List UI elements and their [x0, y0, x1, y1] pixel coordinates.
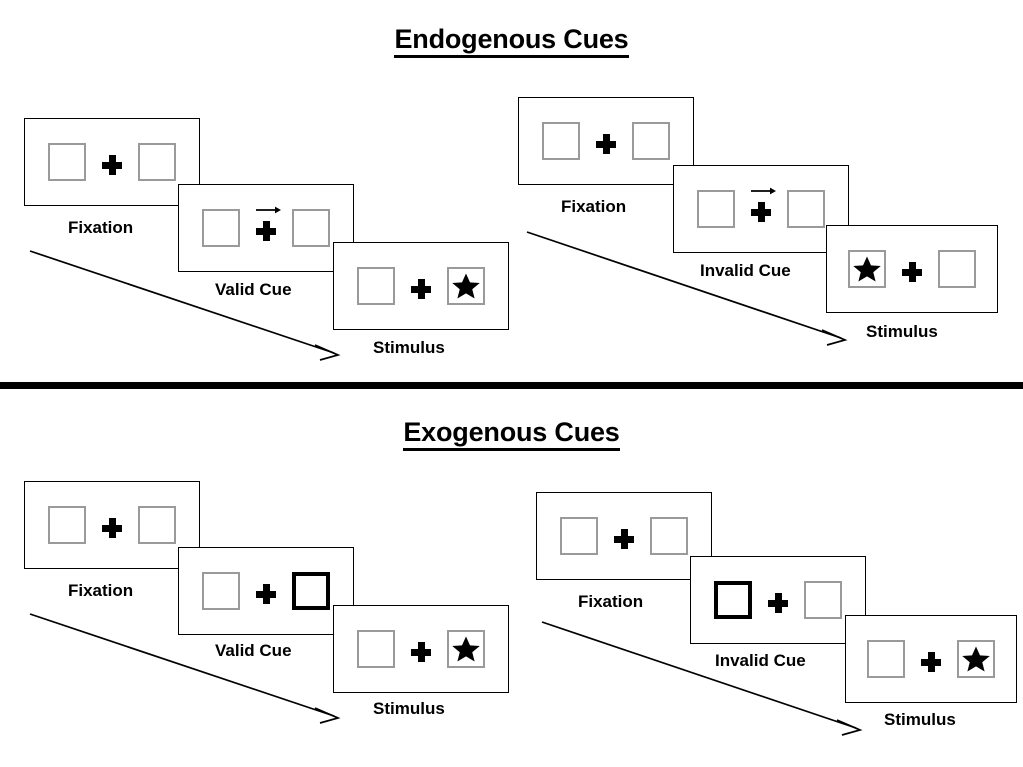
time-progression-arrow: [29, 613, 341, 724]
fixation-cross-icon: [102, 155, 122, 175]
placeholder-box-right: [138, 506, 176, 544]
frame-exogenous-invalid-cue: [690, 556, 866, 644]
placeholder-box-left: [867, 640, 905, 678]
fixation-cross-icon: [102, 518, 122, 538]
center-cell: [253, 569, 279, 613]
placeholder-box-right: [447, 630, 485, 668]
fixation-cross-icon: [751, 202, 771, 222]
placeholder-box-right: [292, 209, 330, 247]
cue-box-left: [714, 581, 752, 619]
caption-exogenous-valid-cue: Valid Cue: [215, 641, 292, 660]
section-title-text: Endogenous Cues: [394, 24, 629, 58]
frame-endogenous-valid-cue: [178, 184, 354, 272]
time-progression-arrow: [29, 250, 341, 361]
center-cell: [408, 627, 434, 671]
center-cell: [253, 206, 281, 250]
caption-exogenous-invalid-cue: Invalid Cue: [715, 651, 806, 670]
section-endogenous: Endogenous Cues Fixation: [0, 24, 1023, 361]
caption-exogenous-invalid-stimulus: Stimulus: [884, 710, 956, 729]
placeholder-box-left: [202, 209, 240, 247]
caption-endogenous-invalid-stimulus: Stimulus: [866, 322, 938, 341]
fixation-cross-icon: [256, 584, 276, 604]
caption-endogenous-valid-stimulus: Stimulus: [373, 338, 445, 357]
center-cell: [99, 140, 125, 184]
cue-box-right: [292, 572, 330, 610]
caption-endogenous-invalid-fixation: Fixation: [561, 197, 627, 216]
arrow-right-icon: [256, 206, 281, 214]
placeholder-box-left: [357, 267, 395, 305]
placeholder-box-left: [542, 122, 580, 160]
frame-endogenous-valid-fixation: [24, 118, 200, 206]
caption-exogenous-valid-stimulus: Stimulus: [373, 699, 445, 718]
section-title-text: Exogenous Cues: [403, 417, 620, 451]
fixation-cross-icon: [411, 642, 431, 662]
fixation-cross-icon: [256, 221, 276, 241]
center-cell: [593, 119, 619, 163]
caption-exogenous-invalid-fixation: Fixation: [578, 592, 644, 611]
fixation-cross-icon: [411, 279, 431, 299]
center-cell: [748, 187, 776, 231]
caption-endogenous-valid-cue: Valid Cue: [215, 280, 292, 299]
placeholder-box-left: [560, 517, 598, 555]
placeholder-box-right: [650, 517, 688, 555]
section-title-endogenous: Endogenous Cues: [0, 24, 1023, 58]
arrow-right-icon: [751, 187, 776, 195]
time-progression-arrow: [541, 621, 863, 736]
frame-exogenous-valid-cue: [178, 547, 354, 635]
placeholder-box-left: [202, 572, 240, 610]
placeholder-box-right: [957, 640, 995, 678]
frame-exogenous-invalid-fixation: [536, 492, 712, 580]
caption-endogenous-invalid-cue: Invalid Cue: [700, 261, 791, 280]
center-cell: [99, 503, 125, 547]
caption-endogenous-valid-fixation: Fixation: [68, 218, 134, 237]
placeholder-box-right: [938, 250, 976, 288]
placeholder-box-left: [848, 250, 886, 288]
section-divider: [0, 382, 1023, 389]
center-cell: [611, 514, 637, 558]
center-cell: [408, 264, 434, 308]
star-icon: [452, 636, 480, 662]
star-icon: [452, 273, 480, 299]
placeholder-box-right: [787, 190, 825, 228]
placeholder-box-left: [697, 190, 735, 228]
frame-endogenous-invalid-fixation: [518, 97, 694, 185]
frame-exogenous-valid-stimulus: [333, 605, 509, 693]
placeholder-box-right: [804, 581, 842, 619]
frame-endogenous-invalid-cue: [673, 165, 849, 253]
frame-endogenous-valid-stimulus: [333, 242, 509, 330]
fixation-cross-icon: [921, 652, 941, 672]
star-icon: [962, 646, 990, 672]
placeholder-box-left: [357, 630, 395, 668]
frame-endogenous-invalid-stimulus: [826, 225, 998, 313]
center-cell: [765, 578, 791, 622]
placeholder-box-right: [632, 122, 670, 160]
star-icon: [853, 256, 881, 282]
time-progression-arrow: [526, 231, 848, 346]
placeholder-box-left: [48, 506, 86, 544]
placeholder-box-right: [138, 143, 176, 181]
fixation-cross-icon: [768, 593, 788, 613]
center-cell: [918, 637, 944, 681]
placeholder-box-left: [48, 143, 86, 181]
fixation-cross-icon: [902, 262, 922, 282]
caption-exogenous-valid-fixation: Fixation: [68, 581, 134, 600]
fixation-cross-icon: [596, 134, 616, 154]
frame-exogenous-invalid-stimulus: [845, 615, 1017, 703]
fixation-cross-icon: [614, 529, 634, 549]
frame-exogenous-valid-fixation: [24, 481, 200, 569]
center-cell: [899, 247, 925, 291]
section-title-exogenous: Exogenous Cues: [0, 417, 1023, 451]
section-exogenous: Exogenous Cues Fixation Valid Cue: [0, 396, 1023, 767]
placeholder-box-right: [447, 267, 485, 305]
